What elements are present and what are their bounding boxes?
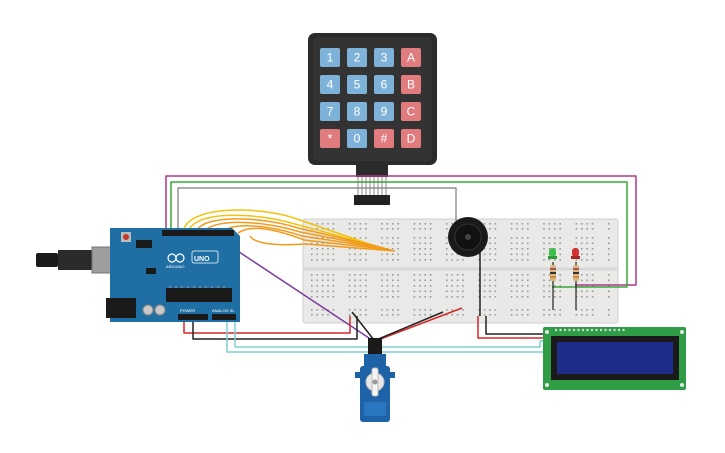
keypad-key-label: C — [407, 105, 416, 119]
wire-orange-4 — [237, 227, 393, 251]
keypad-key-label: A — [407, 51, 415, 65]
wire-black-servo — [351, 311, 375, 341]
keypad-key-label: # — [381, 132, 388, 146]
lcd-16x2[interactable] — [543, 327, 686, 390]
keypad[interactable]: 1 2 3 A 4 5 6 B 7 8 9 C * 0 # D — [308, 33, 437, 205]
wire-red-power — [183, 316, 351, 334]
keypad-keys: 1 2 3 A 4 5 6 B 7 8 9 C * 0 # D — [320, 48, 421, 148]
keypad-key-2[interactable]: 2 — [347, 48, 367, 67]
wire-green — [170, 181, 628, 288]
keypad-key-6[interactable]: 6 — [374, 75, 394, 94]
buzzer[interactable] — [448, 217, 488, 257]
wire-black-power — [192, 316, 358, 340]
keypad-key-label: D — [407, 132, 416, 146]
lcd-screen — [557, 342, 673, 374]
keypad-key-#[interactable]: # — [374, 129, 394, 148]
keypad-key-A[interactable]: A — [401, 48, 421, 67]
wire-red-lcd — [477, 316, 548, 339]
wire-purple — [214, 235, 373, 341]
wire-orange-1 — [195, 218, 381, 248]
wire-magenta — [165, 175, 637, 286]
keypad-key-label: 6 — [381, 78, 388, 92]
keypad-pins — [357, 177, 387, 195]
keypad-key-5[interactable]: 5 — [347, 75, 367, 94]
keypad-key-label: 0 — [354, 132, 361, 146]
keypad-key-B[interactable]: B — [401, 75, 421, 94]
keypad-key-label: 5 — [354, 78, 361, 92]
wire-gray — [177, 187, 457, 233]
arduino-model: UNO — [194, 256, 210, 263]
keypad-key-label: 1 — [327, 51, 334, 65]
keypad-key-label: 2 — [354, 51, 361, 65]
keypad-key-0[interactable]: 0 — [347, 129, 367, 148]
servo-motor[interactable] — [355, 338, 395, 422]
wire-yellow-2 — [187, 214, 377, 247]
arduino-brand: ARDUINO — [166, 264, 184, 269]
wire-yellow-1 — [182, 209, 373, 246]
keypad-key-3[interactable]: 3 — [374, 48, 394, 67]
arduino-uno[interactable]: ARDUINO UNO POWER ANALOG IN — [36, 228, 240, 322]
wire-red-servo — [377, 307, 463, 341]
keypad-key-label: B — [407, 78, 415, 92]
arduino-analog-label: ANALOG IN — [212, 308, 234, 313]
keypad-key-8[interactable]: 8 — [347, 102, 367, 121]
keypad-key-label: 9 — [381, 105, 388, 119]
keypad-key-label: 4 — [327, 78, 334, 92]
wire-teal-2 — [234, 320, 548, 348]
arduino-logo — [167, 253, 185, 263]
arduino-power-label: POWER — [180, 308, 195, 313]
led-green[interactable] — [548, 248, 557, 259]
lcd-pins — [554, 328, 625, 332]
keypad-key-label: 7 — [327, 105, 334, 119]
keypad-key-label: * — [328, 132, 333, 146]
keypad-key-4[interactable]: 4 — [320, 75, 340, 94]
keypad-key-D[interactable]: D — [401, 129, 421, 148]
keypad-key-label: 3 — [381, 51, 388, 65]
resistors — [550, 265, 579, 281]
keypad-key-7[interactable]: 7 — [320, 102, 340, 121]
wire-black-lcd — [485, 316, 548, 335]
breadboard[interactable] — [302, 218, 619, 324]
wire-black-servo-2 — [375, 311, 444, 341]
led-red[interactable] — [571, 248, 580, 259]
keypad-key-1[interactable]: 1 — [320, 48, 340, 67]
wire-orange-5 — [249, 235, 396, 252]
keypad-key-*[interactable]: * — [320, 129, 340, 148]
keypad-key-label: 8 — [354, 105, 361, 119]
keypad-key-9[interactable]: 9 — [374, 102, 394, 121]
keypad-key-C[interactable]: C — [401, 102, 421, 121]
